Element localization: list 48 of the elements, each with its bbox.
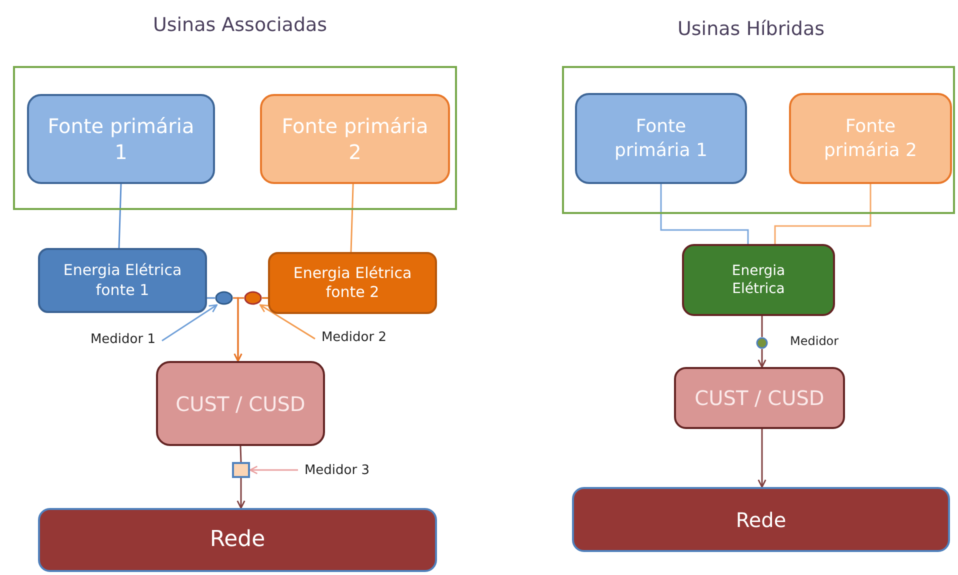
box-label: Fonte primária 1 — [614, 115, 708, 162]
meter-label: Medidor — [790, 334, 839, 348]
meter-label: Medidor 1 — [84, 330, 162, 348]
box-label: Fonte primária 2 — [280, 113, 430, 165]
leader-arrow — [249, 466, 298, 474]
leader-arrow — [162, 304, 218, 342]
arrow — [758, 429, 766, 488]
connector-line — [207, 297, 215, 299]
arrow — [758, 349, 766, 368]
box-label: Energia Elétrica — [730, 262, 786, 298]
grid-box — [38, 508, 437, 572]
energy-box — [682, 244, 835, 316]
connector-line — [761, 316, 763, 337]
source-box — [575, 93, 747, 184]
meter-label: Medidor 3 — [298, 461, 376, 479]
grid-box — [572, 487, 950, 552]
connector-line — [262, 297, 268, 299]
meter-label: Medidor 2 — [315, 328, 393, 346]
meter-circle — [756, 337, 768, 349]
box-label: CUST / CUSD — [174, 390, 306, 416]
meter-square — [232, 462, 250, 478]
box-label: Energia Elétrica fonte 2 — [292, 264, 413, 302]
group-frame — [13, 66, 457, 210]
source-box — [260, 94, 450, 184]
arrow — [236, 478, 246, 509]
group-frame — [562, 66, 955, 214]
box-label: Fonte primária 2 — [823, 115, 918, 162]
energy-box — [38, 248, 207, 313]
meter-circle — [244, 291, 262, 305]
box-label: Rede — [208, 526, 266, 554]
box-label: CUST / CUSD — [694, 385, 826, 411]
connector-line — [118, 184, 122, 248]
connector-line — [660, 184, 749, 244]
connector-line — [240, 446, 242, 462]
tariff-box — [156, 361, 325, 446]
energy-box — [268, 252, 437, 314]
connector-line — [774, 184, 872, 244]
leader-arrow — [259, 304, 316, 340]
box-label: Energia Elétrica fonte 1 — [62, 261, 183, 300]
tariff-box — [674, 367, 845, 429]
section-heading: Usinas Associadas — [152, 14, 328, 36]
source-box — [789, 93, 952, 184]
section-heading: Usinas Híbridas — [677, 18, 825, 40]
meter-circle — [215, 291, 233, 305]
box-label: Rede — [734, 506, 788, 532]
connector-line — [350, 184, 354, 252]
box-label: Fonte primária 1 — [46, 113, 196, 165]
source-box — [27, 94, 215, 184]
